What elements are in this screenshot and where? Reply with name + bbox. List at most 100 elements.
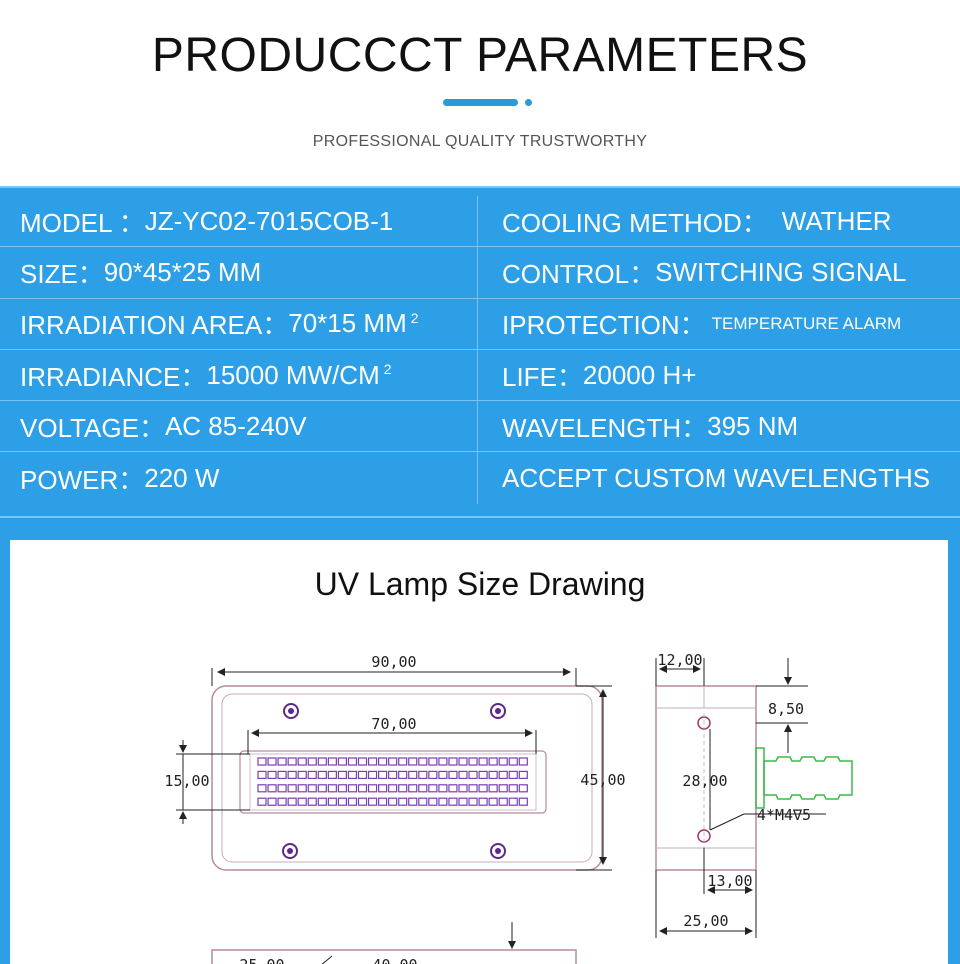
led-chip [398,757,408,766]
led-chip [448,797,458,806]
param-label: ACCEPT CUSTOM WAVELENGTHS [502,462,931,493]
led-chip [378,784,388,793]
led-chip [277,770,287,779]
param-voltage: VOLTAGE： AC 85-240V [20,401,475,451]
led-chip [408,757,418,766]
led-chip [388,797,398,806]
led-chip [347,784,358,793]
led-chip [448,784,458,793]
led-chip [307,797,317,806]
led-chip [367,757,378,766]
param-row: POWER： 220 W ACCEPT CUSTOM WAVELENGTHS [0,452,960,503]
led-chip [398,784,408,793]
led-chip [307,757,317,766]
led-chip [448,770,458,779]
param-control: CONTROL： SWITCHING SIGNAL [502,247,958,297]
led-chip [317,770,327,779]
led-chip [297,797,307,806]
bottom-outline [211,949,577,964]
led-chip [498,770,508,779]
led-chip [408,797,418,806]
led-chip [478,784,488,793]
param-label: CONTROL： [502,258,656,289]
param-value: 220 W [144,462,220,493]
dim-emitting-width: 70,00 [371,715,416,733]
dim-emitting-height: 15,00 [164,772,209,790]
led-chip [418,757,428,766]
title-accent-dot [525,99,532,106]
led-chip [378,757,388,766]
parameters-grid: MODEL ： JZ-YC02-7015COB-1 COOLING METHOD… [0,196,960,504]
dim-bottom-b: 40,00 [372,956,417,964]
param-label: IRRADIATION AREA： [20,310,289,341]
param-label: WAVELENGTH： [502,412,708,443]
led-chip [257,757,267,766]
led-chip [327,757,337,766]
led-chip [438,770,448,779]
led-chip [518,770,528,779]
housing-inner-outline [221,693,593,863]
led-chip [297,757,307,766]
param-life: LIFE： 20000 H+ [502,350,958,400]
led-chip [398,797,408,806]
led-chip [428,797,438,806]
led-chip [388,770,398,779]
param-value: 20000 H+ [582,359,697,390]
mount-hole-center [287,848,293,854]
param-value: 70*15 MM [288,308,407,339]
led-chip [458,757,468,766]
emitting-window [239,750,547,814]
led-chip [307,770,317,779]
led-chip [327,797,337,806]
led-chip [297,784,307,793]
param-label: LIFE： [502,361,583,392]
led-chip [428,784,438,793]
title-accent-bar [443,99,518,106]
led-chip [367,797,378,806]
drawing-section: UV Lamp Size Drawing [0,518,960,964]
led-chip [488,797,498,806]
led-chip [428,757,438,766]
led-chip [498,784,508,793]
dim-side-offset: 8,50 [768,700,804,718]
dim-side-bottom: 13,00 [707,872,752,890]
mount-hole [490,843,506,859]
led-chip [488,770,498,779]
led-chip [327,770,337,779]
led-chip [317,757,327,766]
led-chip [367,770,378,779]
led-chip [468,797,478,806]
led-chip [428,770,438,779]
water-fitting [763,756,853,800]
param-row: IRRADIANCE： 15000 MW/CM 2 LIFE： 20000 H+ [0,350,960,402]
led-chip [498,797,508,806]
led-chip [468,784,478,793]
led-chip [257,784,267,793]
led-chip [388,757,398,766]
led-chip [378,797,388,806]
bottom-view: 25,00 40,00 [211,922,577,964]
led-chip [267,797,277,806]
led-chip [488,784,498,793]
param-row: MODEL ： JZ-YC02-7015COB-1 COOLING METHOD… [0,196,960,248]
led-chip [458,797,468,806]
param-label: COOLING METHOD： [502,207,768,238]
led-chip [347,770,358,779]
page-subtitle: PROFESSIONAL QUALITY TRUSTWORTHY [312,133,648,150]
param-value: JZ-YC02-7015COB-1 [144,205,394,236]
param-cooling-method: COOLING METHOD： WATHER [502,196,958,246]
led-chip [508,770,518,779]
param-size: SIZE： 90*45*25 MM [20,247,475,297]
param-label: VOLTAGE： [20,412,165,443]
led-chip [398,770,408,779]
led-chip [257,770,267,779]
led-chip [518,797,528,806]
param-label: IRRADIANCE： [20,361,207,392]
led-chip [337,784,347,793]
led-chip [337,770,347,779]
led-chip [317,797,327,806]
dim-hole-spacing: 28,00 [682,772,727,790]
param-value: WATHER [781,205,892,236]
led-chip [508,784,518,793]
param-label: IPROTECTION： [502,310,706,341]
